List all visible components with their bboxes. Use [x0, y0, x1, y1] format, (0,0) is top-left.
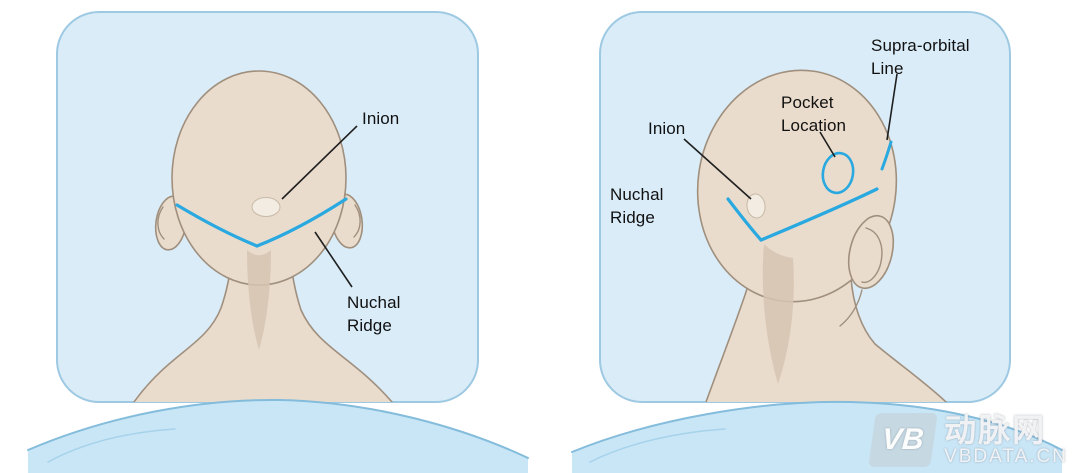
- wave-shape: [572, 401, 1062, 473]
- head-posterolateral-view: [696, 69, 952, 402]
- inion-marker: [251, 197, 281, 217]
- watermark-logo-icon: VB: [868, 413, 938, 468]
- right-pillow-wave: [571, 400, 1063, 473]
- wave-edge: [571, 400, 1063, 453]
- head-back-view: [126, 70, 398, 402]
- right-ear-detail: [353, 204, 361, 238]
- supra-orbital-pointer-line: [886, 73, 898, 141]
- jaw-line: [839, 289, 863, 327]
- left-ear-detail: [157, 206, 165, 240]
- right-panel: [599, 11, 1011, 403]
- label-inion-right: Inion: [648, 119, 686, 138]
- watermark-site: VBDATA.CN: [944, 446, 1068, 468]
- label-nuchal-ridge-right: Nuchal Ridge: [610, 185, 664, 227]
- wave-crease: [589, 428, 726, 463]
- wave-crease: [47, 428, 176, 463]
- label-nuchal-ridge-left: Nuchal Ridge: [347, 293, 401, 335]
- label-supra-orbital-line: Supra-orbital Line: [871, 36, 970, 78]
- nuchal-ridge-line: [255, 197, 348, 248]
- ear-icon: [847, 214, 895, 290]
- neck-shading: [247, 250, 271, 350]
- wave-shape: [28, 399, 528, 473]
- left-panel: [56, 11, 479, 403]
- inion-pointer-line: [683, 138, 752, 200]
- inion-marker: [746, 193, 766, 219]
- supra-orbital-line-mark: [880, 140, 893, 171]
- watermark-brand: 动脉网: [944, 411, 1047, 448]
- pocket-location-outline: [821, 151, 855, 195]
- nuchal-ridge-line: [759, 187, 879, 242]
- wave-edge: [27, 398, 529, 459]
- left-pillow-wave: [27, 398, 529, 473]
- nuchal-ridge-line: [726, 197, 763, 242]
- ear-detail: [861, 227, 883, 284]
- neck-shading: [762, 244, 794, 384]
- head-back: [171, 70, 347, 286]
- nuchal-ridge-line: [175, 203, 259, 248]
- watermark-logo-text: VB: [881, 423, 926, 457]
- label-inion-left: Inion: [362, 109, 400, 128]
- watermark: VB 动脉网 VBDATA.CN: [868, 413, 1068, 468]
- watermark-text: 动脉网 VBDATA.CN: [944, 413, 1068, 468]
- label-pocket-location: Pocket Location: [781, 93, 847, 135]
- nuchal-ridge-pointer-line: [314, 231, 353, 288]
- inion-pointer-line: [281, 125, 358, 200]
- pocket-location-pointer-line: [819, 131, 836, 158]
